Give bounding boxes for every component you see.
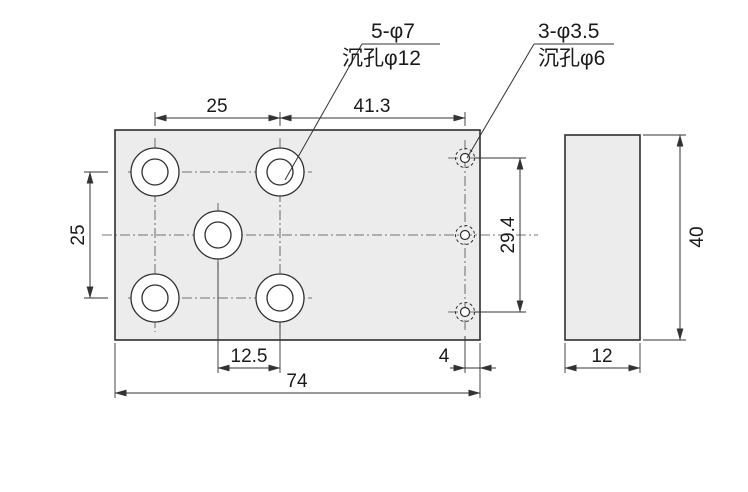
- dimension-small-hole-span: 29.4: [475, 157, 526, 313]
- hole-circle: [141, 284, 169, 312]
- small-hole-top: [455, 148, 475, 168]
- counterbore-hole-bottom-middle: [255, 273, 305, 323]
- counterbore-hole-top-middle: [255, 147, 305, 197]
- small-hole-bottom: [455, 302, 475, 322]
- callout-small-holes: 3-φ3.5 沉孔φ6: [466, 20, 614, 159]
- counterbore-hole-top-left: [130, 147, 180, 197]
- hole-circle: [204, 221, 232, 249]
- dimension-side-thickness: 12: [564, 343, 641, 373]
- dimension-top-small-hole-offset: 41.3: [279, 96, 466, 126]
- callout-text-large-line1: 5-φ7: [371, 20, 415, 43]
- callout-text-small-line1: 3-φ3.5: [538, 20, 599, 43]
- dimension-left-hole-spacing: 25: [68, 171, 108, 299]
- leader-line: [284, 43, 363, 181]
- dim-text-center-hole-offset: 12.5: [231, 346, 268, 367]
- side-view-outline: [564, 134, 641, 341]
- callout-large-holes: 5-φ7 沉孔φ12: [284, 20, 440, 181]
- dimension-top-hole-spacing: 25: [154, 96, 281, 126]
- counterbore-dashed-circle: [455, 148, 475, 168]
- counterbore-hole-center: [193, 210, 243, 260]
- hole-circle: [459, 306, 471, 318]
- dim-text-small-hole-span: 29.4: [498, 216, 519, 253]
- dimension-side-height: 40: [643, 134, 708, 341]
- dim-text-plate-width: 74: [286, 371, 308, 392]
- dimension-plate-width: 74: [114, 343, 481, 398]
- hole-circle: [266, 158, 294, 186]
- dim-text-small-hole-edge: 4: [439, 346, 450, 367]
- leader-line: [466, 43, 535, 159]
- small-hole-middle: [455, 225, 475, 245]
- dim-text-top-hole-spacing: 25: [206, 96, 227, 117]
- counterbore-hole-bottom-left: [130, 273, 180, 323]
- dimension-small-hole-edge: 4: [439, 336, 496, 398]
- dimension-center-hole-offset: 12.5: [217, 262, 281, 373]
- hole-circle: [459, 229, 471, 241]
- dim-text-top-small-hole-offset: 41.3: [354, 96, 391, 117]
- counterbore-dashed-circle: [455, 225, 475, 245]
- callout-text-large-line2: 沉孔φ12: [342, 47, 421, 70]
- counterbore-dashed-circle: [455, 302, 475, 322]
- callout-text-small-line2: 沉孔φ6: [538, 47, 605, 70]
- dim-text-left-hole-spacing: 25: [68, 224, 89, 245]
- hole-circle: [459, 152, 471, 164]
- hole-circle: [141, 158, 169, 186]
- dim-text-side-height: 40: [687, 226, 708, 247]
- hole-circle: [266, 284, 294, 312]
- dim-text-side-thickness: 12: [591, 346, 612, 367]
